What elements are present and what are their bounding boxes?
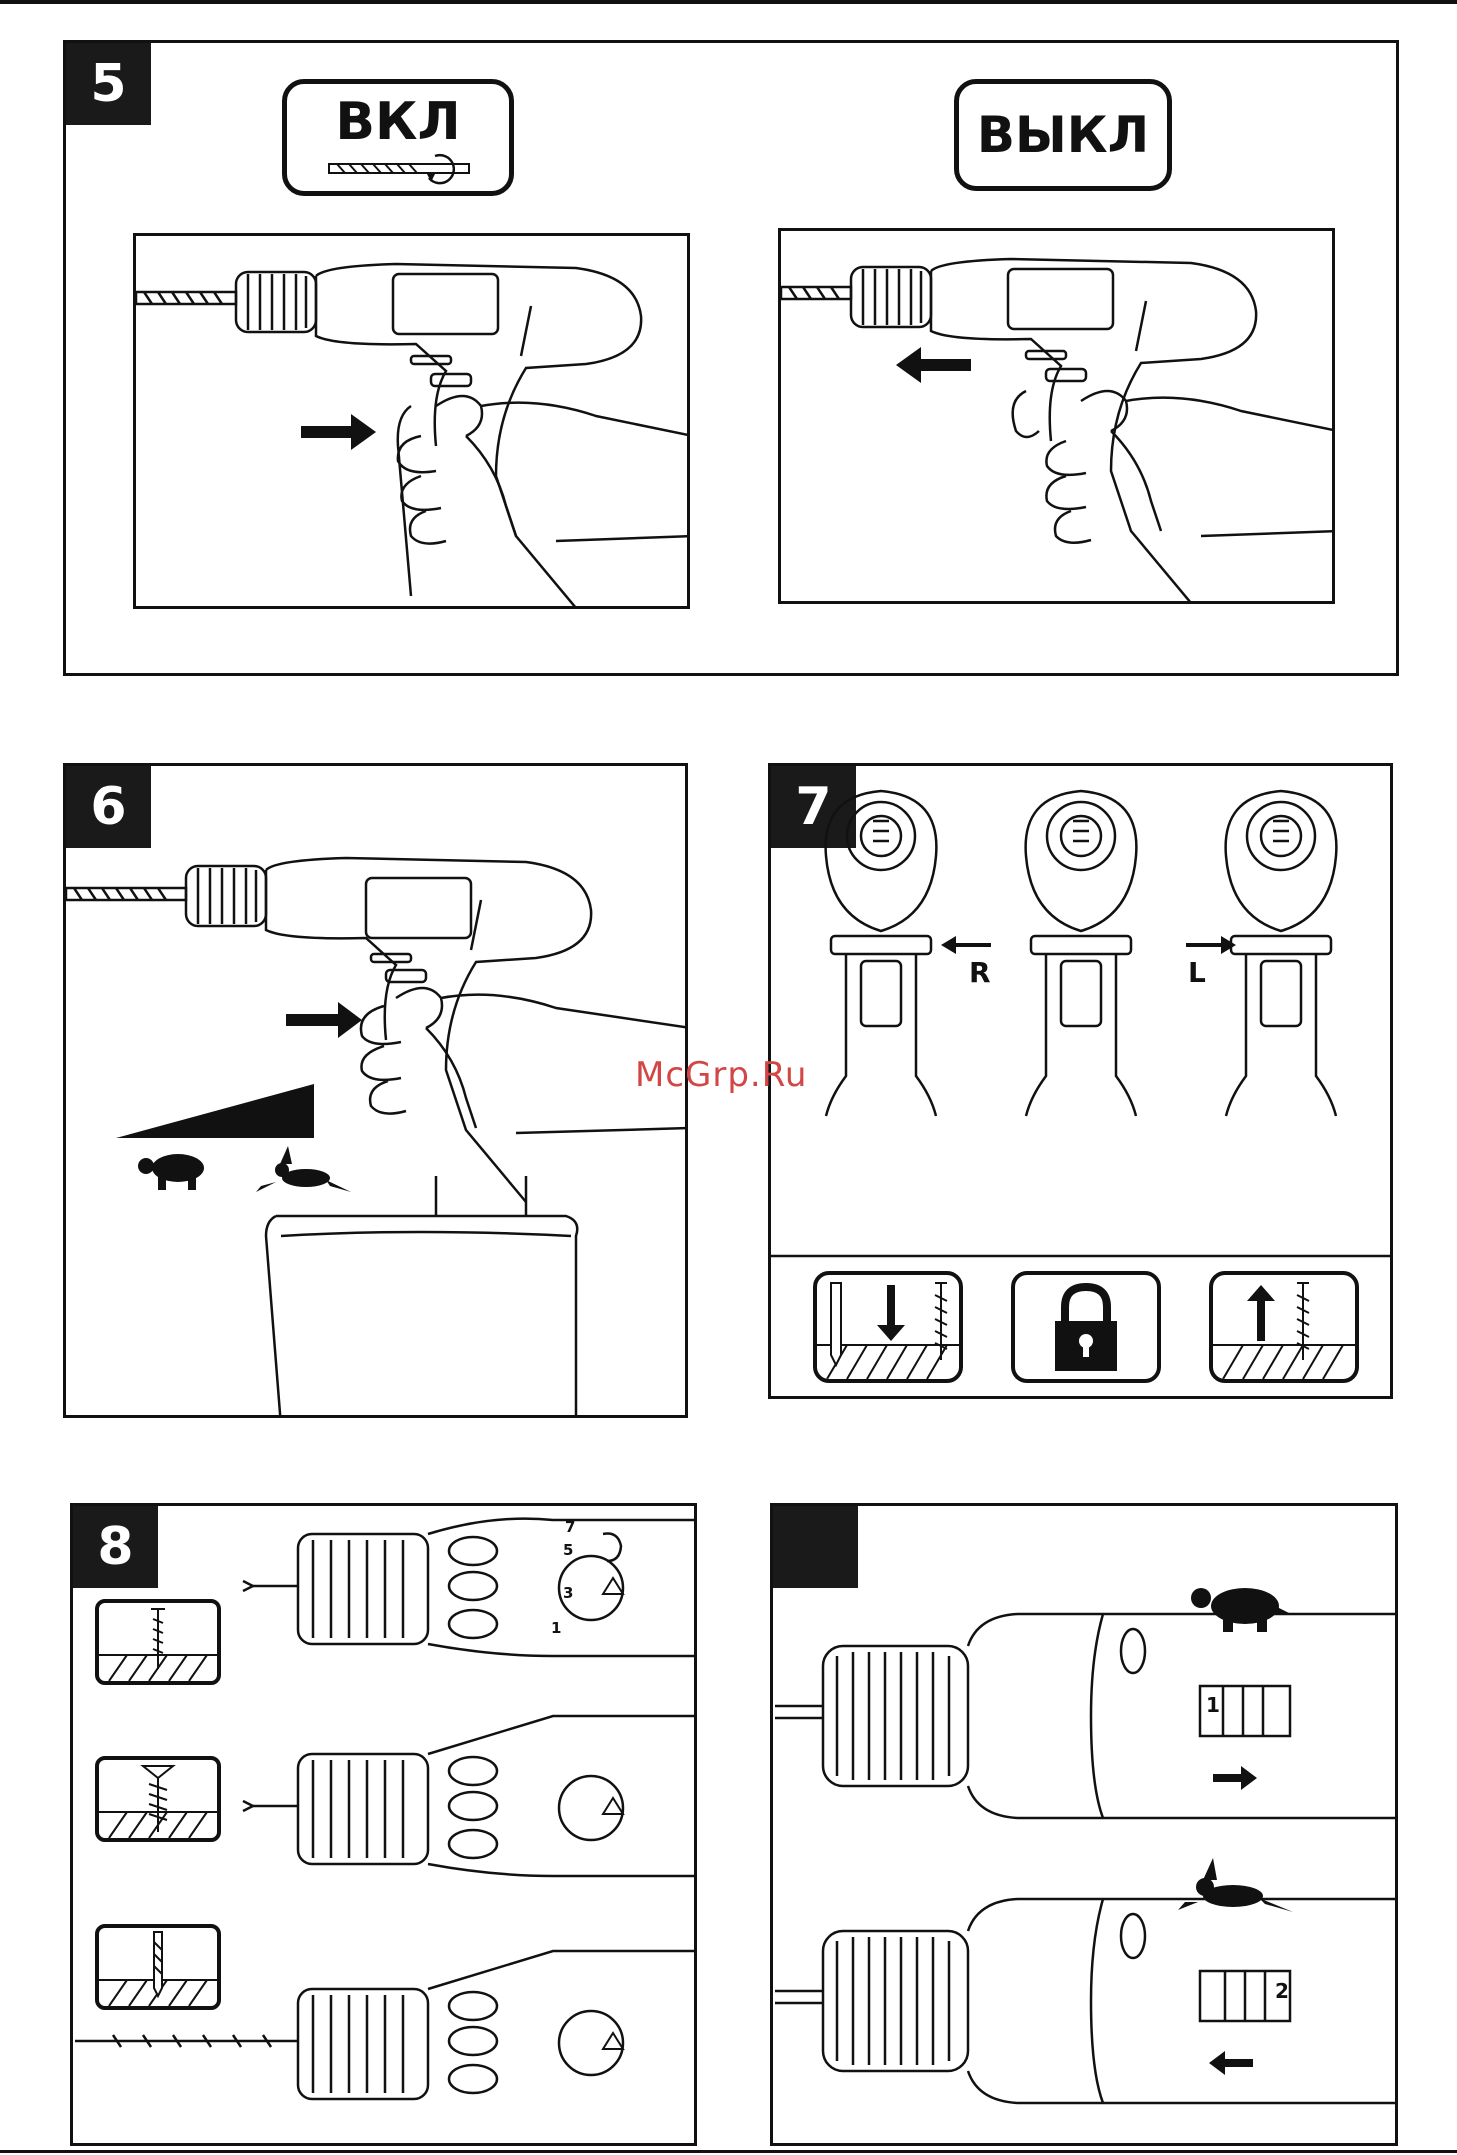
drill-bit-icon [831, 1283, 841, 1365]
lock-position-icon [1011, 1271, 1161, 1383]
off-label: ВЫКЛ [977, 106, 1149, 164]
drill-bit-icon [327, 146, 477, 186]
triangle-marker-icon [603, 1798, 623, 1814]
triangle-marker-icon [603, 2033, 623, 2049]
padlock-icon [1055, 1287, 1117, 1371]
screw-icon [935, 1283, 947, 1360]
panel-number: 5 [66, 43, 151, 125]
dial-mark-5: 5 [563, 1541, 573, 1559]
gear-1-label: 1 [1206, 1693, 1220, 1717]
on-label-badge: ВКЛ [282, 79, 514, 196]
triangle-marker-icon [603, 1578, 623, 1594]
watermark: McGrp.Ru [635, 1055, 807, 1095]
arrow-right-icon [1213, 1766, 1257, 1790]
panel-7: 7 [768, 763, 1393, 1399]
reverse-drilling-icon [1209, 1271, 1359, 1383]
speed-ramp [116, 1084, 314, 1138]
panel-6: 6 [63, 763, 688, 1418]
bottom-rule [0, 2150, 1457, 2153]
arrow-left-icon [941, 936, 991, 954]
on-label: ВКЛ [335, 92, 460, 152]
dial-mark-1: 1 [551, 1619, 561, 1637]
hare-icon [256, 1146, 351, 1192]
direction-left-label: L [1188, 956, 1206, 989]
arrow-down-icon [877, 1285, 905, 1341]
screw-icon [1297, 1283, 1309, 1360]
off-label-badge: ВЫКЛ [954, 79, 1172, 191]
arrow-right-icon [301, 414, 376, 450]
arrow-right-icon [1186, 936, 1236, 954]
forward-drilling-icon [813, 1271, 963, 1383]
hare-icon [1178, 1858, 1293, 1912]
drill-trigger-released-figure [778, 228, 1335, 604]
arrow-up-icon [1247, 1285, 1275, 1341]
dial-mark-7: 7 [565, 1518, 575, 1536]
arrow-left-icon [1209, 2051, 1253, 2075]
panel-5: 5 ВКЛ ВЫКЛ [63, 40, 1399, 676]
dial-mark-3: 3 [563, 1584, 573, 1602]
panel-9: 1 2 [770, 1503, 1398, 2146]
direction-right-label: R [969, 956, 991, 989]
tortoise-icon [138, 1154, 204, 1190]
tortoise-icon [1191, 1588, 1291, 1632]
arrow-right-icon [286, 1002, 362, 1038]
top-rule [0, 0, 1457, 4]
gear-2-label: 2 [1275, 1979, 1289, 2003]
arrow-left-icon [896, 347, 971, 383]
drill-trigger-pressed-figure [133, 233, 690, 609]
panel-8: 8 [70, 1503, 697, 2146]
